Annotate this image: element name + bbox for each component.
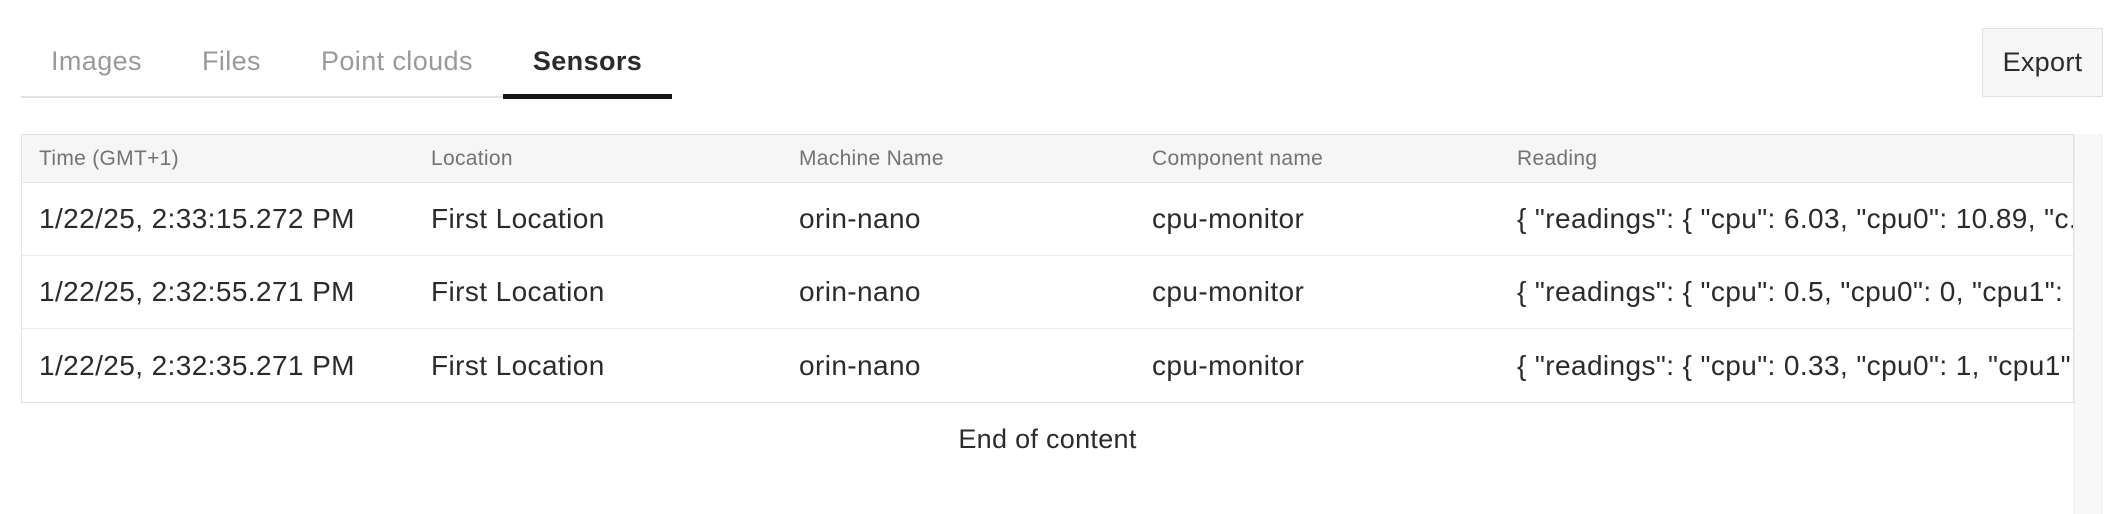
cell-component-name: cpu-monitor <box>1152 276 1305 307</box>
tab-bar: Images Files Point clouds Sensors <box>21 27 673 99</box>
column-header-machine-name: Machine Name <box>799 146 944 170</box>
table-row: 1/22/25, 2:32:55.271 PM First Location o… <box>22 256 2073 329</box>
tab-point-clouds-label: Point clouds <box>320 46 473 76</box>
tab-sensors[interactable]: Sensors <box>502 27 673 99</box>
table-row: 1/22/25, 2:33:15.272 PM First Location o… <box>22 183 2073 256</box>
cell-location: First Location <box>431 349 605 381</box>
cell-reading: { "readings": { "cpu": 6.03, "cpu0": 10.… <box>1517 203 2073 234</box>
cell-component-name: cpu-monitor <box>1152 203 1305 234</box>
column-header-time: Time (GMT+1) <box>39 146 179 170</box>
cell-location: First Location <box>431 203 605 234</box>
sensor-readings-table: Time (GMT+1) Location Machine Name Compo… <box>21 134 2074 403</box>
cell-reading: { "readings": { "cpu": 0.5, "cpu0": 0, "… <box>1517 276 2073 307</box>
cell-time: 1/22/25, 2:32:35.271 PM <box>39 349 355 381</box>
end-of-content-message: End of content <box>958 424 1137 454</box>
table-row: 1/22/25, 2:32:35.271 PM First Location o… <box>22 329 2073 402</box>
tab-sensors-label: Sensors <box>532 46 643 76</box>
cell-component-name: cpu-monitor <box>1152 349 1305 381</box>
table-body: 1/22/25, 2:33:15.272 PM First Location o… <box>22 183 2073 402</box>
export-button[interactable]: Export <box>1982 28 2103 97</box>
tab-files[interactable]: Files <box>172 27 291 96</box>
cell-machine-name: orin-nano <box>799 203 921 234</box>
column-header-component-name: Component name <box>1152 146 1324 170</box>
tab-images-label: Images <box>51 46 142 76</box>
cell-machine-name: orin-nano <box>799 349 921 381</box>
cell-machine-name: orin-nano <box>799 276 921 307</box>
cell-time: 1/22/25, 2:33:15.272 PM <box>39 203 355 234</box>
tab-files-label: Files <box>201 46 261 76</box>
table-header-row: Time (GMT+1) Location Machine Name Compo… <box>22 135 2073 183</box>
tab-point-clouds[interactable]: Point clouds <box>291 27 503 96</box>
tab-images[interactable]: Images <box>21 27 172 96</box>
column-header-location: Location <box>431 146 513 170</box>
cell-time: 1/22/25, 2:32:55.271 PM <box>39 276 355 307</box>
cell-reading: { "readings": { "cpu": 0.33, "cpu0": 1, … <box>1517 349 2073 381</box>
column-header-reading: Reading <box>1517 146 1598 170</box>
cell-location: First Location <box>431 276 605 307</box>
vertical-scrollbar-track[interactable] <box>2074 134 2102 514</box>
